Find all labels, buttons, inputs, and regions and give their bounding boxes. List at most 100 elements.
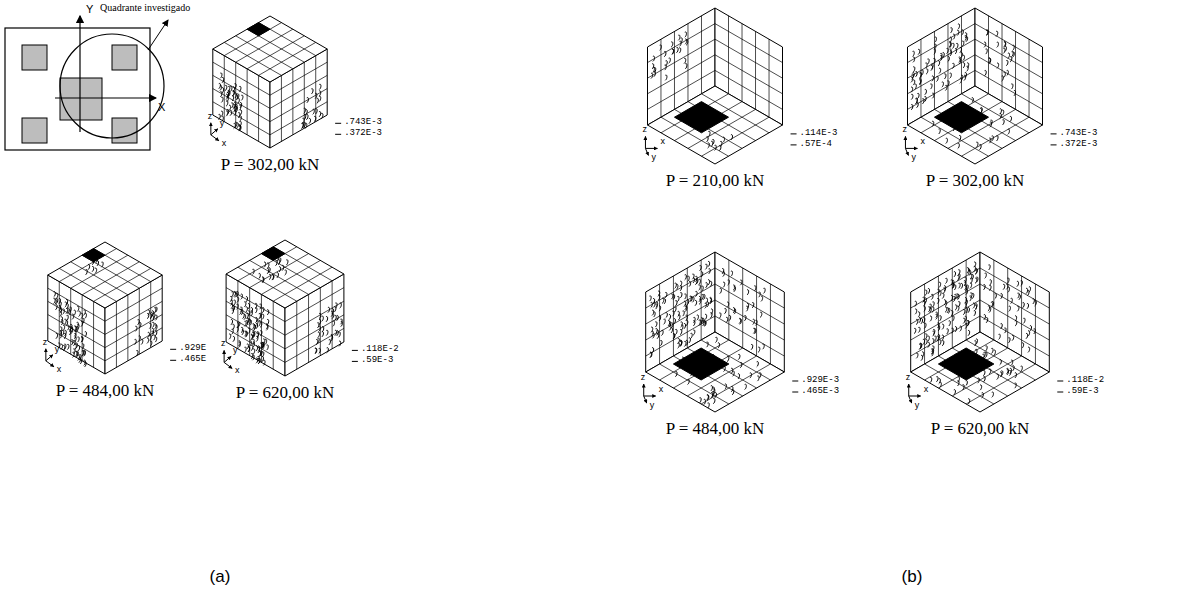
crack-mark [253, 349, 255, 354]
crack-mark [740, 362, 742, 367]
crack-mark [1013, 45, 1015, 50]
axis-arrow [46, 361, 54, 367]
crack-mark [319, 326, 321, 331]
crack-mark [262, 342, 264, 347]
crack-mark [757, 362, 759, 367]
crack-mark [235, 93, 237, 98]
mesh-line [238, 247, 297, 281]
crack-mark [975, 341, 977, 346]
crack-mark [944, 288, 946, 293]
crack-mark [1023, 318, 1025, 323]
crack-mark [226, 101, 228, 106]
crack-mark [279, 267, 281, 272]
crack-mark [67, 344, 69, 349]
crack-mark [226, 111, 228, 116]
load-label: P = 620,00 kN [236, 384, 335, 401]
crack-mark [983, 354, 985, 359]
crack-mark [705, 321, 707, 326]
crack-mark [262, 278, 264, 283]
mesh-line [270, 89, 327, 122]
crack-mark [932, 76, 934, 81]
crack-mark [943, 53, 945, 58]
crack-mark [926, 63, 928, 68]
crack-mark [699, 296, 701, 301]
crack-mark [244, 302, 246, 307]
crack-mark [152, 322, 154, 327]
crack-mark [925, 96, 927, 101]
crack-mark [81, 337, 83, 342]
crack-mark [219, 83, 221, 88]
mesh-line [71, 262, 128, 295]
crack-mark [319, 91, 321, 96]
crack-mark [985, 70, 987, 75]
crack-mark [309, 118, 311, 123]
crack-mark [930, 307, 932, 312]
crack-mark [314, 116, 316, 121]
crack-mark [989, 369, 991, 374]
axis-label: z [902, 125, 907, 134]
load-label: P = 302,00 kN [926, 172, 1025, 189]
crack-mark [650, 352, 652, 357]
crack-mark [59, 306, 61, 311]
crack-mark [947, 48, 949, 53]
crack-mark [707, 342, 709, 347]
crack-mark [932, 121, 934, 126]
crack-mark [690, 296, 692, 301]
crack-mark [262, 307, 264, 312]
mesh-line [285, 328, 344, 362]
crack-mark [328, 307, 330, 312]
crack-mark [697, 315, 699, 320]
crack-mark [1012, 51, 1014, 56]
crack-mark [315, 348, 317, 353]
crack-mark [948, 56, 950, 61]
crack-mark [962, 41, 964, 46]
crack-mark [272, 275, 274, 280]
crack-mark [928, 289, 930, 294]
mesh-line [728, 260, 729, 340]
crack-mark [997, 42, 999, 47]
crack-mark [958, 294, 960, 299]
crack-mark [253, 324, 255, 329]
crack-mark [246, 307, 248, 312]
crack-mark [936, 377, 938, 382]
crack-mark [955, 123, 957, 128]
mesh-line [71, 255, 128, 288]
mesh-line [315, 56, 316, 122]
mesh-line [292, 69, 293, 135]
crack-mark [155, 315, 157, 320]
mesh-line [769, 39, 770, 117]
crack-mark [976, 277, 978, 282]
axis-arrow [645, 148, 648, 155]
mesh-line [1002, 24, 1003, 102]
axis-arrow [45, 349, 46, 361]
crack-mark [923, 318, 925, 323]
crack-mark [949, 321, 951, 326]
crack-mark [653, 299, 655, 304]
crack-mark [935, 336, 937, 341]
crack-mark [662, 330, 664, 335]
crack-mark [56, 298, 58, 303]
crack-mark [954, 390, 956, 395]
crack-mark [135, 326, 137, 331]
crack-mark [937, 76, 939, 81]
cube-mesh [48, 242, 162, 374]
crack-mark [911, 87, 913, 92]
pile-area [261, 247, 285, 261]
crack-mark [713, 398, 715, 403]
crack-mark [1001, 324, 1003, 329]
crack-mark [747, 303, 749, 308]
crack-mark [652, 331, 654, 336]
crack-mark [685, 32, 687, 37]
crack-mark [262, 277, 264, 282]
crack-mark [231, 303, 233, 308]
crack-mark [652, 310, 654, 315]
crack-mark [84, 360, 86, 365]
crack-mark [671, 294, 673, 299]
crack-mark [666, 313, 668, 318]
crack-mark [924, 323, 926, 328]
crack-mark [977, 113, 979, 118]
crack-mark [78, 346, 80, 351]
crack-mark [958, 24, 960, 29]
crack-mark [680, 286, 682, 291]
crack-mark [319, 84, 321, 89]
